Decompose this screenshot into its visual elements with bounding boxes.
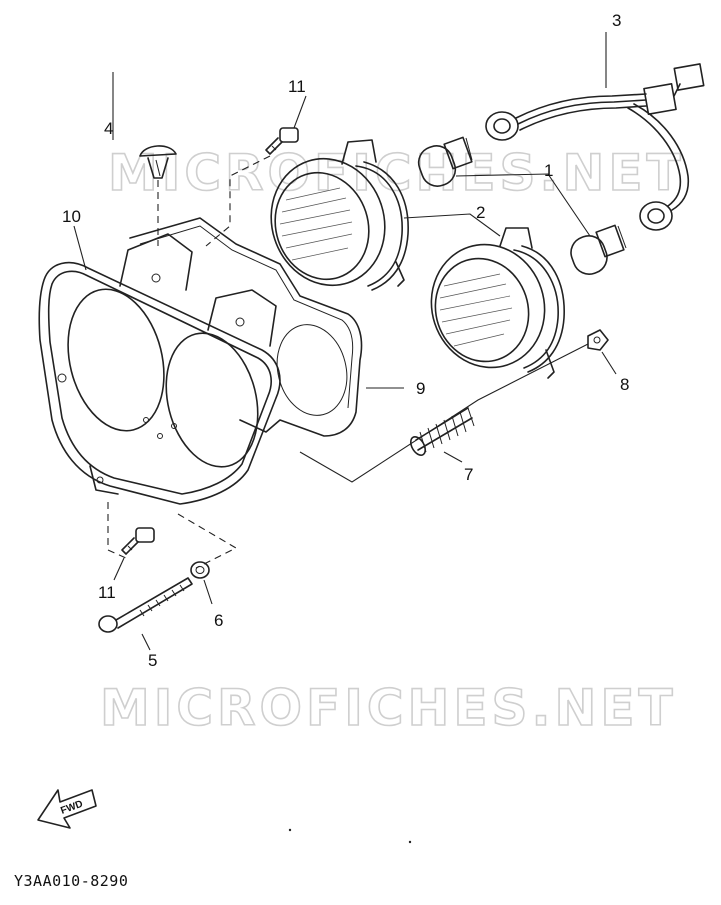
nut-part-8 bbox=[587, 329, 609, 351]
diagram-code: Y3AA010-8290 bbox=[14, 872, 129, 890]
headlight-unit-lower-part-2 bbox=[430, 227, 565, 379]
spring-part-7 bbox=[409, 407, 475, 456]
gasket-part-9 bbox=[129, 217, 363, 437]
callout-3: 3 bbox=[612, 11, 621, 30]
callout-1: 1 bbox=[544, 161, 553, 180]
watermark-bottom: MICROFICHES.NET bbox=[100, 679, 677, 737]
bulb-lower-part-1 bbox=[570, 224, 627, 275]
callout-4: 4 bbox=[104, 119, 113, 138]
watermark-top: MICROFICHES.NET bbox=[108, 144, 685, 202]
callout-5: 5 bbox=[148, 651, 157, 670]
washer-part-6 bbox=[190, 561, 210, 579]
fwd-arrow-icon: FWD bbox=[37, 789, 97, 829]
headlight-unit-upper-part-2 bbox=[270, 139, 409, 291]
headlight-cover-part-10 bbox=[38, 233, 281, 505]
callout-7: 7 bbox=[464, 465, 473, 484]
callout-6: 6 bbox=[214, 611, 223, 630]
screw-lower-part-11 bbox=[121, 527, 155, 555]
rivet-part-4 bbox=[139, 145, 177, 179]
callout-11-bottom: 11 bbox=[98, 583, 116, 602]
callout-9: 9 bbox=[416, 379, 425, 398]
wiring-harness-part-3 bbox=[485, 63, 705, 231]
assembly-dashed-lines bbox=[107, 155, 589, 569]
callout-10: 10 bbox=[62, 207, 81, 226]
adjusting-screw-part-5 bbox=[98, 577, 193, 633]
leader-lines bbox=[73, 32, 617, 651]
bulb-upper-part-1 bbox=[417, 136, 473, 187]
callout-2: 2 bbox=[476, 203, 485, 222]
screw-upper-part-11 bbox=[265, 127, 299, 155]
callout-8: 8 bbox=[620, 375, 629, 394]
callout-11-top: 11 bbox=[288, 77, 306, 96]
